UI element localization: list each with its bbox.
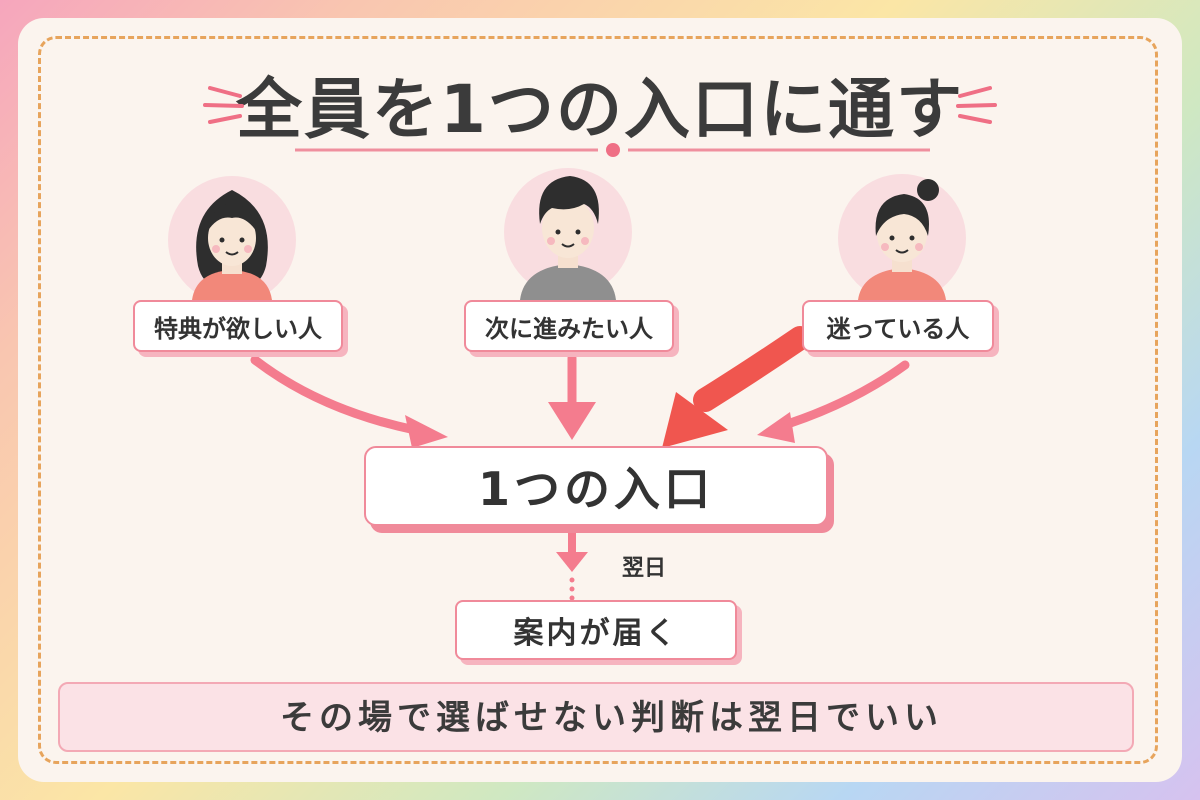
main-arrow-line [693, 326, 812, 412]
single-entrance-box: 1つの入口 [364, 446, 828, 526]
page-title: 全員を1つの入口に通す [236, 71, 964, 148]
title-right-accent-icon [956, 86, 997, 124]
label-wants-next: 次に進みたい人 [464, 300, 674, 352]
title-left-accent-icon [203, 86, 244, 124]
arrow-head-right-icon [757, 412, 795, 443]
person-man-icon [504, 168, 632, 300]
arrow-down-icon [556, 552, 588, 572]
person-woman-icon [168, 176, 296, 304]
next-day-tag: 翌日 [622, 556, 667, 581]
arrow-head-center-icon [548, 402, 596, 440]
dotted-connector [569, 577, 575, 601]
guidance-arrives-box: 案内が届く [455, 600, 737, 660]
title-underline [295, 143, 930, 157]
arrow-head-left-icon [405, 415, 448, 448]
dashed-frame [38, 36, 1158, 764]
conclusion-banner [58, 682, 1134, 752]
arrow-lines [250, 353, 910, 435]
label-wants-bonus: 特典が欲しい人 [133, 300, 343, 352]
label-undecided: 迷っている人 [802, 300, 994, 352]
person-woman-bun-icon [838, 174, 966, 302]
conclusion-text: その場で選ばせない判断は翌日でいい [280, 698, 943, 738]
main-arrow-head-icon [662, 392, 728, 448]
